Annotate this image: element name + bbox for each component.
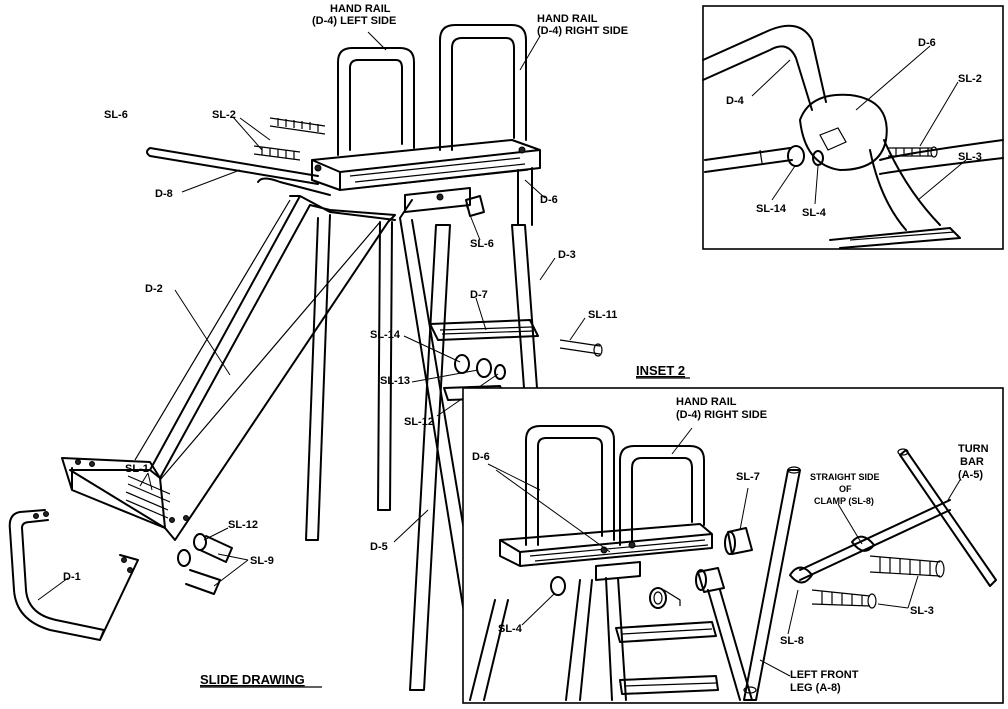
inset2-label-sl4: SL-4 [498, 623, 523, 635]
label-d1: D-1 [63, 571, 81, 583]
label-hand-rail-right-1: HAND RAIL [537, 13, 598, 25]
platform-part [311, 139, 541, 191]
label-sl14-main: SL-14 [370, 329, 401, 341]
inset2-title: INSET 2 [636, 363, 685, 378]
inset2-label-sl7: SL-7 [736, 471, 760, 483]
slide-chute-part [69, 195, 396, 541]
inset-2-panel [462, 387, 1004, 704]
inset2-label-turn-2: BAR [960, 456, 984, 468]
ladder-step-part [429, 319, 539, 341]
label-d7: D-7 [470, 289, 488, 301]
inset1-label-sl14: SL-14 [756, 203, 787, 215]
label-sl6-mid: SL-6 [470, 238, 494, 250]
spacer-sl14 [454, 354, 470, 374]
inset1-label-sl2: SL-2 [958, 73, 982, 85]
label-hand-rail-left-1: HAND RAIL [330, 3, 391, 15]
inset2-label-d6: D-6 [472, 451, 490, 463]
label-sl1: SL-1 [125, 463, 149, 475]
label-d2: D-2 [145, 283, 163, 295]
inset1-label-d4: D-4 [726, 95, 745, 107]
inset2-label-left-front-2: LEG (A-8) [790, 682, 841, 694]
hand-rail-left-part [337, 47, 415, 156]
inset2-label-hand-rail-1: HAND RAIL [676, 396, 737, 408]
slide-drawing-title: SLIDE DRAWING [200, 672, 305, 687]
label-d8: D-8 [155, 188, 173, 200]
label-sl13: SL-13 [380, 375, 410, 387]
bolt-d8-part [146, 147, 319, 185]
hand-rail-right-part [439, 24, 527, 151]
inset2-label-straight-2: OF [839, 484, 852, 494]
label-d3: D-3 [558, 249, 576, 261]
inset2-label-straight-3: CLAMP (SL-8) [814, 496, 874, 506]
ladder-leg-d5-part [409, 224, 451, 691]
inset2-label-straight-1: STRAIGHT SIDE [810, 472, 880, 482]
label-sl11: SL-11 [588, 309, 617, 321]
label-sl9: SL-9 [250, 555, 274, 567]
label-sl6-top: SL-6 [104, 109, 128, 121]
inset2-label-hand-rail-2: (D-4) RIGHT SIDE [676, 409, 767, 421]
label-hand-rail-left-2: (D-4) LEFT SIDE [312, 15, 396, 27]
inset2-label-turn-1: TURN [958, 443, 989, 455]
inset-1-panel [702, 5, 1004, 250]
label-d6-main: D-6 [540, 194, 558, 206]
inset1-label-d6: D-6 [918, 37, 936, 49]
inset2-label-sl8: SL-8 [780, 635, 804, 647]
inset1-label-sl3: SL-3 [958, 151, 982, 163]
inset2-label-turn-3: (A-5) [958, 469, 983, 481]
label-sl12-main: SL-12 [404, 416, 434, 428]
label-sl12-low: SL-12 [228, 519, 258, 531]
label-d5: D-5 [370, 541, 388, 553]
label-sl2-main: SL-2 [212, 109, 236, 121]
inset1-label-sl4: SL-4 [802, 207, 827, 219]
label-hand-rail-right-2: (D-4) RIGHT SIDE [537, 25, 628, 37]
bolt-sl2-part [253, 117, 326, 161]
handle-d1-part [8, 509, 139, 641]
inset2-label-left-front-1: LEFT FRONT [790, 669, 859, 681]
inset2-label-sl3: SL-3 [910, 605, 934, 617]
